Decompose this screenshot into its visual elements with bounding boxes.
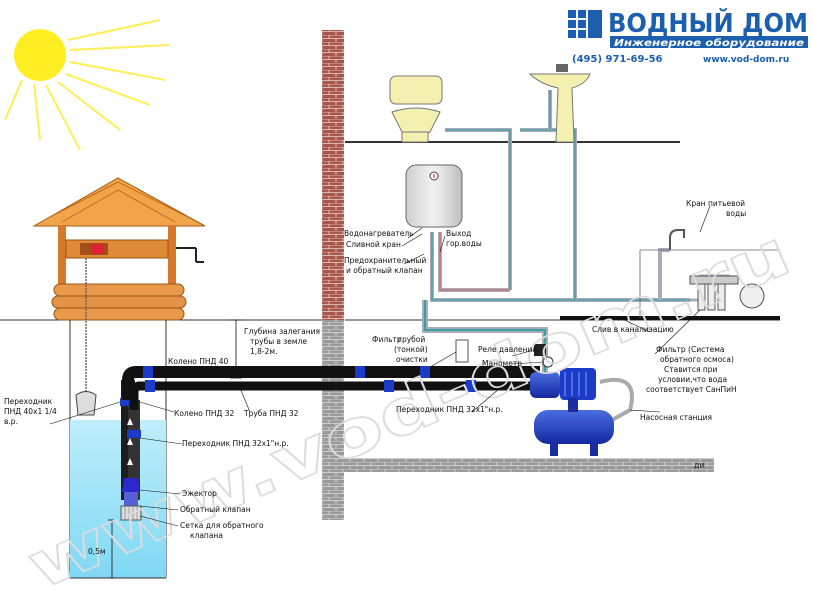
tagline: Инженерное оборудование <box>614 38 805 49</box>
label-elbow-40: Колено ПНД 40 <box>168 357 228 366</box>
toilet-icon <box>389 75 443 143</box>
pressure-relay-icon <box>534 344 546 356</box>
label-safety-1: Предохранительный <box>344 256 426 265</box>
label-pump-station: Насосная станция <box>640 413 712 422</box>
site-text: www.vod-dom.ru <box>703 55 789 65</box>
label-manometer: Манометр <box>482 359 522 368</box>
label-ro-2: обратного осмоса) <box>660 355 734 364</box>
label-filter-3: (тонкой) <box>394 345 428 354</box>
label-filter-4: очистки <box>396 355 428 364</box>
phone-text: (495) 971-69-56 <box>572 54 663 65</box>
label-pipe-32: Труба ПНД 32 <box>243 409 299 418</box>
label-safety-2: и обратный клапан <box>346 266 423 275</box>
label-depth-05: 0,5м <box>88 547 106 556</box>
label-filter-1: Фильтр <box>372 335 402 344</box>
label-adapter-40-3: в.р. <box>4 417 18 426</box>
label-water-heater: Водонагреватель <box>344 229 414 238</box>
label-sewer-drain: Слив в канализацию <box>592 325 674 334</box>
depth-marker <box>108 519 116 579</box>
drinking-tap-icon <box>669 229 685 250</box>
label-drain-valve: Сливной кран <box>346 240 401 249</box>
well-shaft <box>69 320 167 579</box>
label-corner-mark: ДИ <box>694 462 705 470</box>
label-ro-3: Ставится при <box>664 365 718 374</box>
label-mesh-1: Сетка для обратного <box>180 521 264 530</box>
label-drinking-tap-2: воды <box>726 209 746 218</box>
filter-icon <box>455 339 469 363</box>
label-pressure-relay: Реле давления <box>478 345 537 354</box>
label-hot-outlet-2: гор.воды <box>446 239 482 248</box>
foundation-floor <box>344 458 714 472</box>
label-adapter-40-1: Переходник <box>4 397 53 406</box>
logo-text: ВОДНЫЙ ДОМ <box>608 7 808 39</box>
label-hot-outlet-1: Выход <box>446 229 471 238</box>
ro-filter-icon <box>689 275 765 311</box>
underground-pipes <box>122 366 540 410</box>
washbasin-icon <box>528 64 591 143</box>
label-pipe-depth-3: 1,8-2м. <box>250 347 277 356</box>
label-ro-4: условии,что вода <box>658 375 727 384</box>
label-adapter-40-2: ПНД 40х1 1/4 <box>4 407 57 416</box>
sun-icon <box>4 19 171 151</box>
water-heater-icon <box>405 164 463 228</box>
label-elbow-32: Колено ПНД 32 <box>174 409 234 418</box>
brand-logo: ВОДНЫЙ ДОМ Инженерное оборудование <box>568 7 808 49</box>
label-check-valve: Обратный клапан <box>180 505 251 514</box>
label-pipe-depth-2: трубы в земле <box>250 337 307 346</box>
label-ro-1: Фильтр (Система <box>656 345 724 354</box>
label-adapter-32-well: Переходник ПНД 32х1"н.р. <box>182 439 289 448</box>
label-ejector: Эжектор <box>182 489 217 498</box>
label-filter-2: грубой <box>398 335 425 344</box>
label-mesh-2: клапана <box>190 531 223 540</box>
leader-lines <box>49 205 711 527</box>
label-pipe-depth-1: Глубина залегания <box>244 327 320 336</box>
label-adapter-32-outside: Переходник ПНД 32х1"н.р. <box>396 405 503 414</box>
well-house <box>32 177 206 416</box>
pump-station-icon <box>455 339 614 456</box>
label-drinking-tap-1: Кран питьевой <box>686 199 745 208</box>
label-ro-5: соответствует СанПиН <box>646 385 737 394</box>
